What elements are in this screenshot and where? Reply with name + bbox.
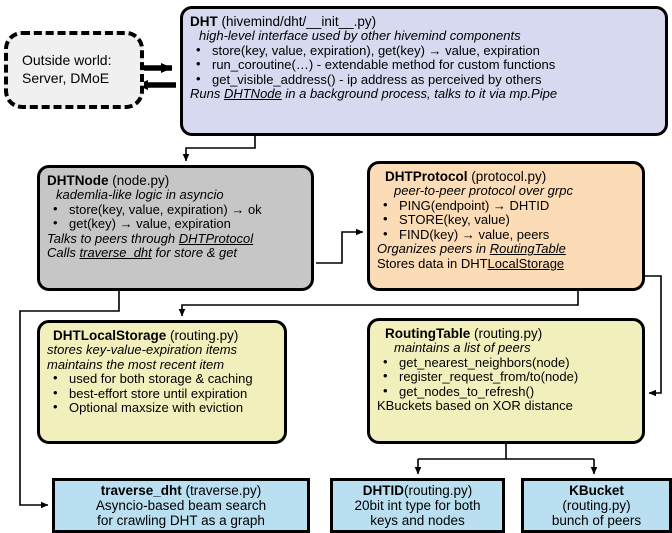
dhtnode-bullet-1: get(key) → value, expiration: [47, 216, 304, 232]
dhtid-name: DHTID: [362, 483, 404, 498]
dht-bullet-2: get_visible_address() - ip address as pe…: [190, 72, 658, 88]
dhtnode-bullets: store(key, value, expiration) → ok get(k…: [47, 202, 304, 232]
dhtnode-footer-1: Talks to peers through DHTProtocol: [47, 230, 304, 247]
dhtlocalstorage-bullets: used for both storage & caching best-eff…: [47, 371, 277, 416]
routingtable-title: RoutingTable (routing.py): [377, 326, 635, 341]
connector-routingtable-to-leaves: [414, 444, 598, 475]
dhtprotocol-name: DHTProtocol: [385, 169, 468, 184]
link-localstorage[interactable]: LocalStorage: [487, 255, 565, 271]
connector-dhtnode-to-dhtprotocol: [312, 228, 364, 268]
node-dhtprotocol[interactable]: DHTProtocol (protocol.py) peer-to-peer p…: [367, 161, 645, 291]
kbucket-line-1: bunch of peers: [551, 513, 642, 529]
routingtable-name: RoutingTable: [385, 326, 471, 341]
dht-subtitle: high-level interface used by other hivem…: [199, 28, 521, 44]
node-outside-world[interactable]: Outside world: Server, DMoE: [4, 31, 144, 109]
dhtprotocol-file: (protocol.py): [471, 169, 547, 184]
dhtprotocol-footer-2: Stores data in DHTLocalStorage: [377, 255, 635, 272]
connector-dhtprotocol-to-localstorage: [178, 291, 579, 317]
dhtprotocol-bullets: PING(endpoint) → DHTID STORE(key, value)…: [377, 198, 635, 243]
dht-bullet-0: store(key, value, expiration), get(key) …: [190, 43, 658, 59]
node-kbucket[interactable]: KBucket (routing.py) bunch of peers: [521, 478, 672, 533]
routingtable-bullets: get_nearest_neighbors(node) register_req…: [377, 355, 635, 400]
dhtlocalstorage-title: DHTLocalStorage (routing.py): [47, 328, 277, 343]
dht-bullet-1: run_coroutine(…) - extendable method for…: [190, 57, 658, 73]
dhtid-line-1: 20bit int type for both: [354, 498, 481, 514]
dhtprotocol-title: DHTProtocol (protocol.py): [377, 169, 635, 184]
dhtprotocol-bullet-2: FIND(key) → value, peers: [377, 227, 635, 243]
dht-title: DHT (hivemind/dht/__init__.py): [190, 14, 658, 29]
routingtable-file: (routing.py): [474, 326, 543, 341]
outside-world-line1: Outside world:: [22, 52, 112, 69]
connector-dht-to-dhtnode: [182, 136, 256, 162]
node-traverse-dht[interactable]: traverse_dht (traverse.py) Asyncio-based…: [52, 478, 310, 533]
routingtable-bullet-0: get_nearest_neighbors(node): [377, 355, 635, 371]
routingtable-footer: KBuckets based on XOR distance: [377, 398, 573, 414]
dhtprotocol-bullet-1: STORE(key, value): [377, 212, 635, 228]
dhtnode-subtitle: kademlia-like logic in asyncio: [56, 187, 224, 203]
dhtnode-title: DHTNode (node.py): [47, 173, 304, 188]
dhtprotocol-subtitle: peer-to-peer protocol over grpc: [394, 183, 573, 199]
routingtable-bullet-2: get_nodes_to_refresh(): [377, 384, 635, 400]
traverse-line-2: for crawling DHT as a graph: [97, 513, 265, 529]
kbucket-file: (routing.py): [562, 498, 631, 514]
dhtlocalstorage-subtitle-2: maintains the most recent item: [47, 356, 225, 372]
dhtnode-footer1-pre: Talks to peers through: [47, 230, 179, 246]
dhtid-line-2: keys and nodes: [370, 513, 465, 529]
dhtprotocol-footer2-pre: Stores data in DHT: [377, 255, 488, 271]
dhtlocalstorage-bullet-0: used for both storage & caching: [47, 371, 277, 387]
link-dhtnode[interactable]: DHTNode: [223, 86, 282, 102]
dht-name: DHT: [190, 14, 218, 29]
node-dhtlocalstorage[interactable]: DHTLocalStorage (routing.py) stores key-…: [37, 320, 287, 444]
dhtlocalstorage-file: (routing.py): [170, 328, 239, 343]
dhtlocalstorage-bullet-1: best-effort store until expiration: [47, 386, 277, 402]
link-routingtable[interactable]: RoutingTable: [489, 241, 566, 257]
traverse-file: (traverse.py): [185, 483, 262, 498]
dhtlocalstorage-bullet-2: Optional maxsize with eviction: [47, 400, 277, 416]
link-traverse-dht[interactable]: traverse_dht: [79, 245, 152, 261]
traverse-name: traverse_dht: [100, 483, 182, 498]
node-dht[interactable]: DHT (hivemind/dht/__init__.py) high-leve…: [180, 6, 668, 136]
dht-footer-pre: Runs: [190, 86, 224, 102]
traverse-line-1: Asyncio-based beam search: [95, 498, 267, 514]
node-routingtable[interactable]: RoutingTable (routing.py) maintains a li…: [367, 318, 645, 444]
dht-file: (hivemind/dht/__init__.py): [221, 14, 377, 29]
outside-world-line2: Server, DMoE: [22, 70, 110, 86]
dhtid-file: (routing.py): [403, 483, 473, 498]
dhtnode-file: (node.py): [112, 173, 170, 188]
kbucket-name: KBucket: [569, 483, 624, 498]
kbucket-title: KBucket: [524, 481, 669, 498]
node-dhtnode[interactable]: DHTNode (node.py) kademlia-like logic in…: [37, 165, 314, 291]
dhtnode-footer-2: Calls traverse_dht for store & get: [47, 246, 304, 261]
dht-footer-post: in a background process, talks to it via…: [281, 86, 558, 102]
dhtprotocol-bullet-0: PING(endpoint) → DHTID: [377, 198, 635, 214]
dhtprotocol-footer-1: Organizes peers in RoutingTable: [377, 242, 635, 257]
node-dhtid[interactable]: DHTID(routing.py) 20bit int type for bot…: [330, 478, 505, 533]
outside-world-text: Outside world: Server, DMoE: [8, 52, 111, 88]
dhtlocalstorage-subtitle-1: stores key-value-expiration items: [47, 342, 238, 358]
dhtnode-bullet-0: store(key, value, expiration) → ok: [47, 202, 304, 218]
link-dhtprotocol[interactable]: DHTProtocol: [178, 230, 254, 246]
traverse-title: traverse_dht (traverse.py): [55, 481, 307, 498]
dhtnode-footer2-pre: Calls: [47, 245, 80, 261]
dhtlocalstorage-name: DHTLocalStorage: [53, 328, 167, 343]
routingtable-subtitle: maintains a list of peers: [394, 340, 531, 356]
dht-bullets: store(key, value, expiration), get(key) …: [190, 43, 658, 88]
routingtable-bullet-1: register_request_from/to(node): [377, 369, 635, 385]
dhtnode-name: DHTNode: [47, 173, 109, 188]
dhtnode-footer2-post: for store & get: [151, 245, 238, 261]
dht-footer: Runs DHTNode in a background process, ta…: [190, 87, 658, 102]
dhtprotocol-footer1-pre: Organizes peers in: [377, 241, 490, 257]
dhtid-title: DHTID(routing.py): [333, 481, 502, 498]
